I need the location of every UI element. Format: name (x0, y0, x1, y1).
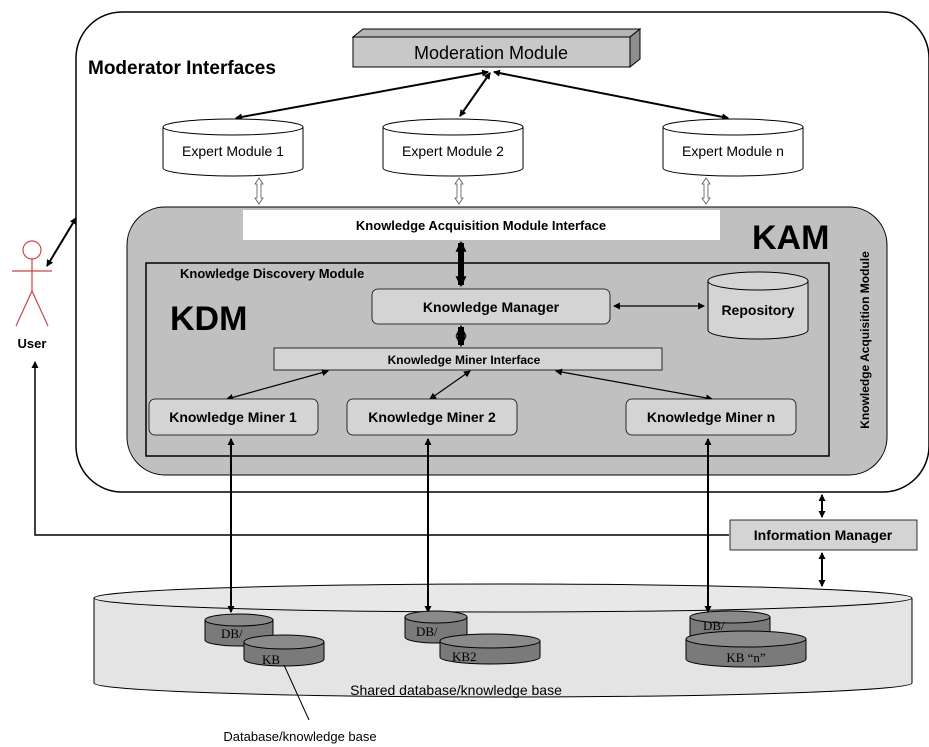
expert-module-1-label: Expert Module 1 (182, 143, 284, 159)
kam-vertical-label: Knowledge Acquisition Module (858, 251, 872, 429)
db-kb-caption: Database/knowledge base (223, 729, 376, 744)
expert-module-1: Expert Module 1 (162, 118, 304, 177)
knowledge-manager-label: Knowledge Manager (423, 299, 560, 315)
knowledge-miner-interface-label: Knowledge Miner Interface (388, 353, 541, 367)
info-manager-to-user-line (31, 360, 729, 536)
knowledge-miner-n-label: Knowledge Miner n (647, 409, 775, 425)
kb-cylinder-n: KB “n” (685, 630, 807, 668)
knowledge-miner-1 (148, 398, 319, 436)
kdm-title: Knowledge Discovery Module (180, 266, 364, 281)
information-manager-label: Information Manager (754, 527, 893, 543)
knowledge-miner-interface (273, 347, 663, 371)
expert-module-2-label: Expert Module 2 (402, 143, 504, 159)
moderation-module: Moderation Module (351, 27, 642, 69)
user-label: User (18, 336, 47, 351)
information-manager (729, 519, 918, 551)
expert-hollow-arrows (254, 177, 711, 205)
expert-module-n: Expert Module n (662, 118, 804, 177)
repository-label: Repository (721, 302, 794, 318)
knowledge-miner-1-label: Knowledge Miner 1 (169, 409, 297, 425)
kdm-short-label: KDM (170, 300, 247, 338)
kb-label-1: KB (262, 652, 280, 667)
knowledge-miner-2 (346, 398, 518, 436)
kam-short-label: KAM (752, 219, 829, 257)
db-label-n: DB/ (703, 618, 725, 633)
knowledge-miner-2-label: Knowledge Miner 2 (368, 409, 496, 425)
knowledge-miner-n (625, 398, 797, 436)
db-label-1: DB/ (221, 626, 243, 641)
db-kb-caption-pointer (283, 664, 310, 721)
kb-cylinder-1: KB (243, 634, 325, 667)
user-stick-figure (12, 240, 52, 327)
kb-label-n: KB “n” (726, 650, 766, 665)
expert-module-2: Expert Module 2 (382, 118, 524, 177)
repository-cylinder: Repository (707, 271, 809, 340)
kam-interface-bar (243, 210, 720, 240)
knowledge-manager (371, 288, 611, 325)
kb-label-2: KB2 (452, 649, 477, 664)
kb-cylinder-2: KB2 (439, 633, 541, 665)
kam-interface-label: Knowledge Acquisition Module Interface (356, 218, 606, 233)
db-label-2: DB/ (416, 624, 438, 639)
shared-database-label: Shared database/knowledge base (350, 682, 562, 698)
expert-module-n-label: Expert Module n (682, 143, 784, 159)
moderator-interfaces-title: Moderator Interfaces (88, 58, 276, 79)
moderation-module-label: Moderation Module (414, 43, 568, 63)
